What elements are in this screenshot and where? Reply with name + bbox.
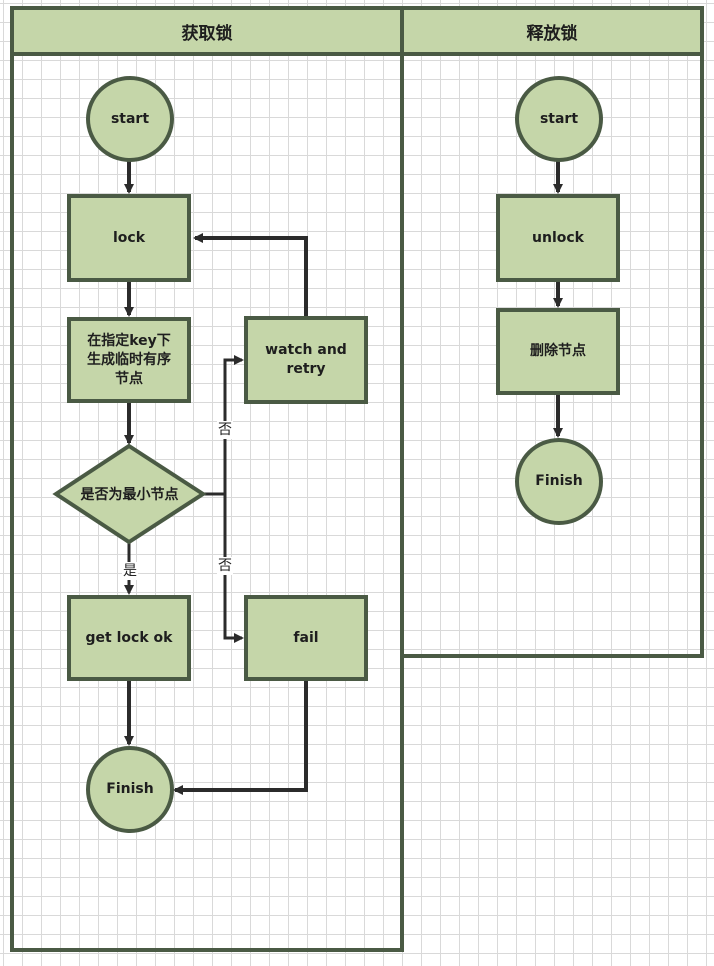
acquire-start-label: start (110, 110, 150, 127)
edge-watch-to-lock (193, 233, 308, 316)
create-node-label-line2: 生成临时有序 (87, 351, 171, 368)
create-node-label-line3: 节点 (115, 370, 143, 387)
get-lock-ok-label: get lock ok (85, 629, 173, 646)
edge-label-no-lower: 否 (217, 557, 233, 575)
decision-label: 是否为最小节点 (80, 487, 179, 503)
acquire-finish-label: Finish (106, 781, 154, 797)
lock-node: lock (67, 194, 191, 282)
fail-node: fail (244, 595, 368, 681)
unlock-node: unlock (496, 194, 620, 282)
delete-node-label: 删除节点 (530, 343, 586, 359)
release-finish-label: Finish (535, 473, 583, 489)
acquire-start-node: start (86, 76, 174, 162)
get-lock-ok-node: get lock ok (67, 595, 191, 681)
create-node-label: 在指定key下 生成临时有序 节点 (75, 332, 183, 389)
watch-and-retry-node: watch and retry (244, 316, 368, 404)
lane-body-release-lock (400, 52, 704, 658)
edge-fail-to-finish (173, 681, 308, 795)
unlock-label: unlock (532, 229, 584, 246)
release-start-node: start (515, 76, 603, 162)
release-finish-node: Finish (515, 438, 603, 525)
create-node-label-line1: 在指定key下 (87, 332, 171, 349)
watch-and-retry-label-line2: retry (286, 361, 326, 377)
acquire-finish-node: Finish (86, 746, 174, 833)
lock-label: lock (112, 229, 146, 246)
watch-and-retry-label: watch and retry (253, 341, 359, 379)
fail-label: fail (293, 629, 319, 646)
release-start-label: start (539, 110, 579, 127)
create-node-node: 在指定key下 生成临时有序 节点 (67, 317, 191, 403)
edge-label-yes: 是 (122, 562, 138, 580)
decision-diamond-shape (52, 443, 207, 545)
edge-label-no-upper: 否 (217, 421, 233, 439)
delete-node-node: 删除节点 (496, 308, 620, 395)
watch-and-retry-label-line1: watch and (265, 342, 347, 358)
